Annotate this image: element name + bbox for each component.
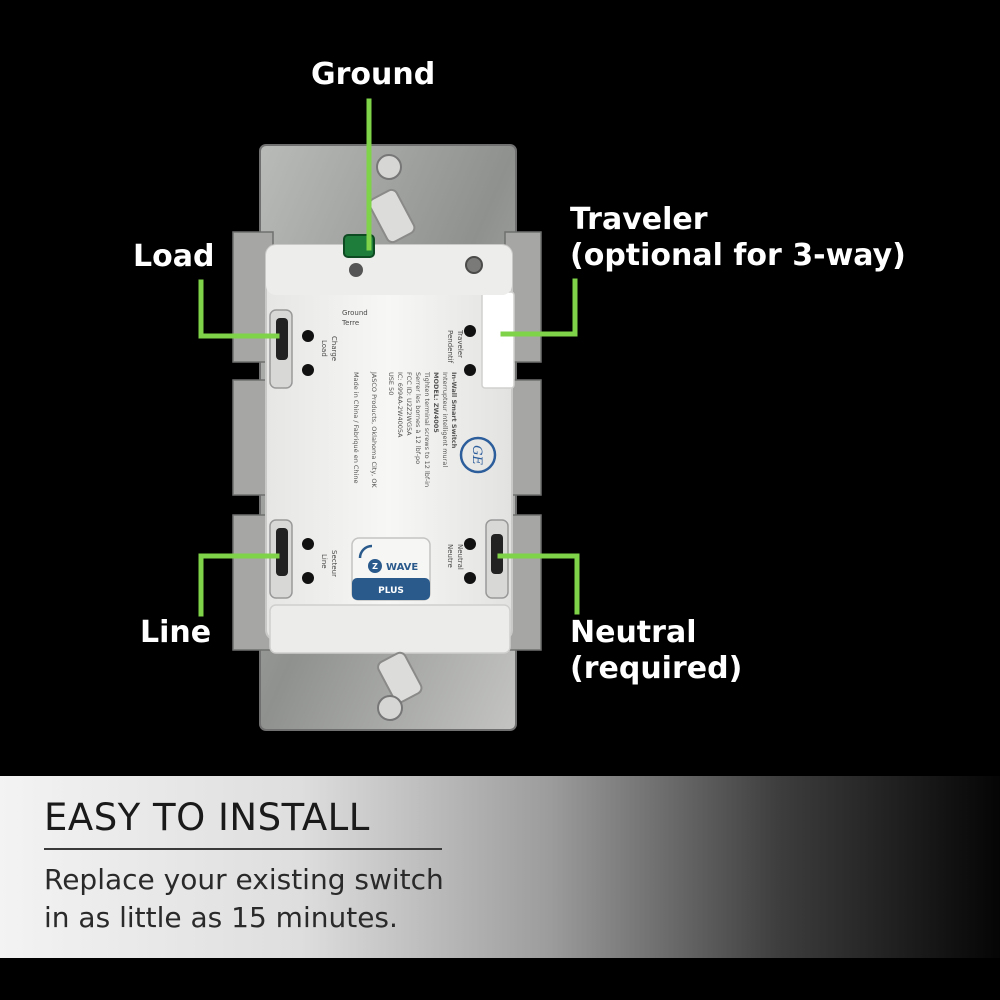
load-label: Load: [133, 239, 215, 274]
load-callout-line: [198, 279, 280, 339]
bottom-mounting-screw-icon: [377, 651, 423, 721]
traveler-device-label-fr: Pendentif: [446, 330, 454, 364]
ground-term-label-fr: Terre: [341, 319, 359, 327]
traveler-label-line2: (optional for 3-way): [570, 238, 906, 273]
traveler-device-label: Traveler: [456, 329, 464, 358]
product-line: In-Wall Smart Switch: [450, 372, 458, 449]
banner-line-1: Replace your existing switch: [44, 863, 444, 896]
product-info-text: In-Wall Smart Switch Interrupteur intell…: [352, 371, 458, 488]
line-terminal-icon: [269, 519, 293, 599]
neutral-label-line1: Neutral: [570, 615, 697, 650]
traveler-label: Traveler (optional for 3-way): [570, 202, 906, 274]
svg-text:PLUS: PLUS: [378, 586, 404, 596]
callout-lines: [198, 98, 580, 617]
neutral-terminal-icon: [485, 519, 509, 599]
neutral-label-line2: (required): [570, 651, 743, 686]
product-line: JASCO Products, Oklahoma City, OK: [370, 371, 378, 488]
ge-logo-icon: GE: [459, 436, 497, 474]
zwave-plus-badge-icon: Z WAVE PLUS: [351, 537, 431, 601]
product-line: Serrer les bornes à 12 lbf-po: [414, 372, 422, 464]
banner-title: EASY TO INSTALL: [44, 796, 370, 839]
neutral-callout-line: [497, 553, 580, 615]
product-line: USE 50: [387, 372, 395, 395]
line-label: Line: [140, 615, 212, 650]
svg-text:GE: GE: [469, 445, 484, 465]
line-device-label-fr: Secteur: [330, 550, 338, 577]
traveler-label-line1: Traveler: [570, 202, 708, 237]
line-device-label: Line: [320, 554, 328, 569]
ground-term-label: Ground: [342, 309, 368, 317]
install-banner: [0, 776, 1000, 958]
banner-description: Replace your existing switch in as littl…: [44, 861, 474, 937]
traveler-callout-line: [500, 278, 578, 337]
load-terminal-icon: [269, 309, 293, 389]
corner-screw-icon: [465, 256, 483, 274]
product-line: Made in China / Fabriqué en Chine: [352, 372, 360, 483]
load-device-label-fr: Charge: [330, 336, 338, 361]
neutral-device-label-fr: Neutre: [446, 544, 454, 568]
ground-label: Ground: [311, 57, 436, 92]
svg-text:Z: Z: [372, 562, 378, 571]
neutral-device-label: Neutral: [456, 544, 464, 570]
svg-text:WAVE: WAVE: [386, 562, 418, 573]
top-mounting-screw-icon: [368, 154, 416, 244]
product-line: FCC ID: U2Z2WG5A: [405, 372, 413, 436]
product-line: Interrupteur intelligent mural: [441, 372, 449, 467]
neutral-label: Neutral (required): [570, 615, 742, 687]
product-line: IC: 6994A-2W4005A: [396, 372, 404, 438]
wire-holes: [302, 325, 476, 584]
switch-housing: [265, 244, 515, 654]
banner-line-2: in as little as 15 minutes.: [44, 901, 398, 934]
product-line: MODEL: ZW4005: [432, 372, 440, 433]
banner-divider: [44, 848, 442, 850]
line-callout-line: [198, 553, 280, 617]
load-device-label: Load: [320, 340, 328, 357]
product-line: Tighten terminal screws to 12 lbf-in: [423, 371, 431, 487]
